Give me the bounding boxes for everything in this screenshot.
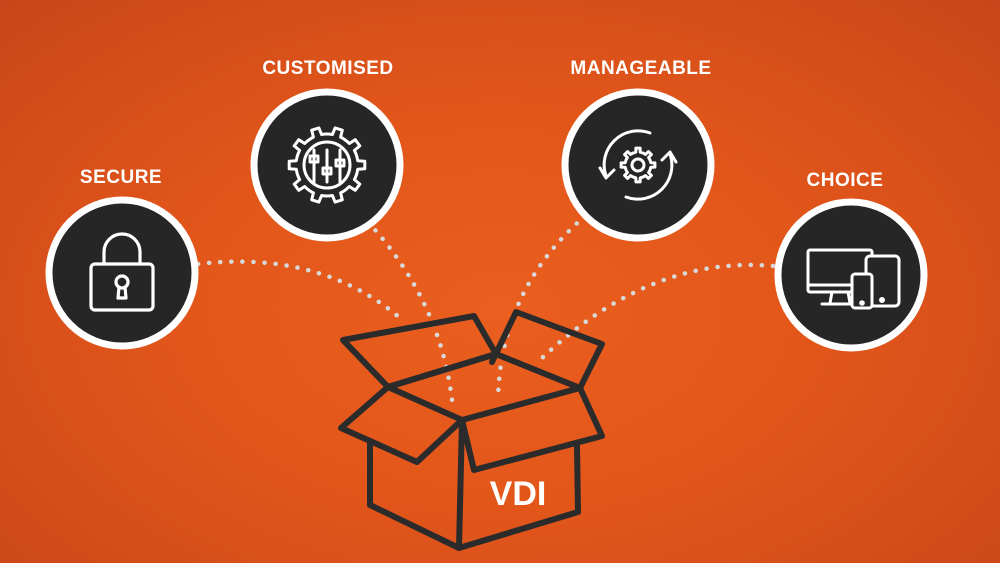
secure-label: SECURE xyxy=(79,167,163,188)
padlock-icon xyxy=(89,232,155,312)
manageable-badge xyxy=(561,88,715,242)
choice-label: CHOICE xyxy=(806,170,884,191)
secure-badge xyxy=(45,196,199,350)
gear-sliders-icon xyxy=(287,126,367,204)
customised-badge xyxy=(250,88,404,242)
customised-label: CUSTOMISED xyxy=(262,58,394,79)
box-body-right xyxy=(456,443,581,551)
devices-icon xyxy=(806,248,901,310)
manageable-label: MANAGEABLE xyxy=(570,58,712,79)
box-body-left xyxy=(367,417,465,551)
connector-lines xyxy=(195,213,776,403)
open-box-icon xyxy=(338,309,605,551)
vdi-label: VDI xyxy=(490,475,547,513)
box-flap-front-left xyxy=(338,384,465,465)
box-rim xyxy=(385,351,583,423)
connector-secure xyxy=(195,259,403,321)
connector-choice xyxy=(537,262,776,363)
box-flap-back-right xyxy=(489,309,605,391)
choice-badge xyxy=(774,198,928,352)
box-flap-front-right xyxy=(459,385,605,473)
gear-cycle-icon xyxy=(598,129,678,201)
connector-customised xyxy=(365,219,455,403)
